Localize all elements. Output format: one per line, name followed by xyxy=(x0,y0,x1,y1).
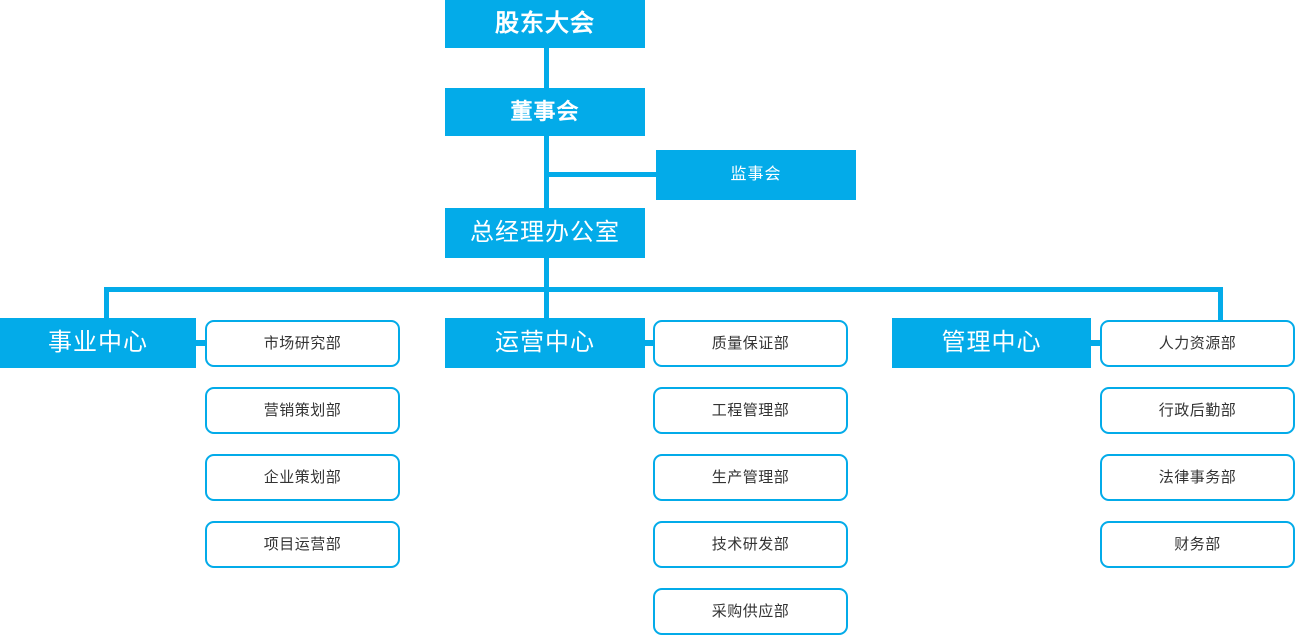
dept-quality-assurance[interactable]: 质量保证部 xyxy=(653,320,848,367)
connector-horizontal-bus xyxy=(104,287,1223,292)
connector-bus-to-business-center xyxy=(104,287,109,320)
dept-project-operations[interactable]: 项目运营部 xyxy=(205,521,400,568)
connector-business-center-stub xyxy=(196,340,206,346)
node-general-manager-office[interactable]: 总经理办公室 xyxy=(445,208,645,258)
node-management-center[interactable]: 管理中心 xyxy=(892,318,1091,368)
dept-label: 生产管理部 xyxy=(711,469,790,486)
connector-bus-to-management-center xyxy=(1218,287,1223,320)
connector-management-center-stub xyxy=(1091,340,1101,346)
node-board-of-supervisors-label: 监事会 xyxy=(730,166,782,183)
connector-shareholders-to-board xyxy=(544,48,549,88)
dept-legal-affairs[interactable]: 法律事务部 xyxy=(1100,454,1295,501)
node-board-of-supervisors[interactable]: 监事会 xyxy=(656,150,856,200)
dept-label: 行政后勤部 xyxy=(1158,402,1237,419)
dept-label: 企业策划部 xyxy=(263,469,342,486)
dept-finance[interactable]: 财务部 xyxy=(1100,521,1295,568)
dept-market-research[interactable]: 市场研究部 xyxy=(205,320,400,367)
dept-label: 项目运营部 xyxy=(263,536,342,553)
node-board-of-directors[interactable]: 董事会 xyxy=(445,88,645,136)
dept-marketing-planning[interactable]: 营销策划部 xyxy=(205,387,400,434)
node-shareholders-meeting[interactable]: 股东大会 xyxy=(445,0,645,48)
dept-label: 采购供应部 xyxy=(711,603,790,620)
connector-operations-center-stub xyxy=(645,340,655,346)
connector-gm-to-bus xyxy=(544,258,549,292)
dept-procurement-supply[interactable]: 采购供应部 xyxy=(653,588,848,635)
dept-administration-logistics[interactable]: 行政后勤部 xyxy=(1100,387,1295,434)
node-business-center[interactable]: 事业中心 xyxy=(0,318,196,368)
node-business-center-label: 事业中心 xyxy=(48,329,148,356)
dept-engineering-management[interactable]: 工程管理部 xyxy=(653,387,848,434)
dept-production-management[interactable]: 生产管理部 xyxy=(653,454,848,501)
dept-label: 人力资源部 xyxy=(1158,335,1237,352)
node-general-manager-office-label: 总经理办公室 xyxy=(470,219,620,246)
node-management-center-label: 管理中心 xyxy=(941,329,1042,356)
dept-label: 技术研发部 xyxy=(711,536,790,553)
connector-bus-to-operations-center xyxy=(544,287,549,320)
dept-label: 市场研究部 xyxy=(263,335,342,352)
node-operations-center-label: 运营中心 xyxy=(495,329,595,356)
dept-label: 工程管理部 xyxy=(711,402,790,419)
dept-human-resources[interactable]: 人力资源部 xyxy=(1100,320,1295,367)
node-shareholders-meeting-label: 股东大会 xyxy=(495,10,595,37)
dept-label: 营销策划部 xyxy=(263,402,342,419)
dept-label: 质量保证部 xyxy=(711,335,790,352)
connector-board-to-supervisors xyxy=(544,172,658,177)
dept-corporate-planning[interactable]: 企业策划部 xyxy=(205,454,400,501)
node-board-of-directors-label: 董事会 xyxy=(510,99,580,124)
dept-label: 财务部 xyxy=(1174,536,1221,553)
dept-technology-rnd[interactable]: 技术研发部 xyxy=(653,521,848,568)
dept-label: 法律事务部 xyxy=(1158,469,1237,486)
node-operations-center[interactable]: 运营中心 xyxy=(445,318,645,368)
